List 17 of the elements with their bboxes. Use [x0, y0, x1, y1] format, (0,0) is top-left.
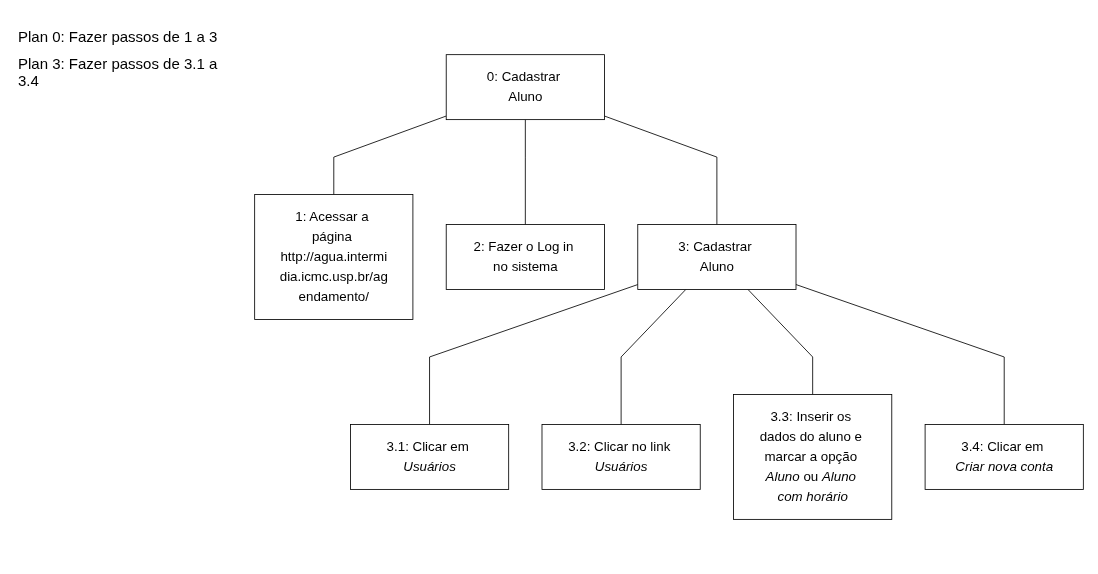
connector	[524, 119, 526, 225]
connector	[747, 289, 814, 395]
connector	[604, 115, 718, 225]
node-box: 3: Cadastrar Aluno	[637, 224, 797, 290]
node-box: 1: Acessar a página http://agua.intermidia.icmc.usp.br/agendamento/	[254, 194, 414, 320]
node-box: 3.4: Clicar em Criar nova conta	[924, 424, 1084, 490]
node-box: 3.3: Inserir os dados do aluno e marcar a opção Aluno ou Aluno com horário	[733, 394, 893, 520]
connector	[333, 115, 447, 195]
node-box: 3.2: Clicar no link Usuários	[541, 424, 701, 490]
connector	[795, 284, 1005, 425]
plan-note: Plan 3: Fazer passos de 3.1 a 3.4	[18, 55, 219, 89]
node-box: 2: Fazer o Log in no sistema	[445, 224, 605, 290]
connector	[429, 284, 639, 425]
connector	[620, 289, 687, 425]
node-box: 0: Cadastrar Aluno	[445, 54, 605, 120]
plan-note: Plan 0: Fazer passos de 1 a 3	[18, 28, 219, 45]
node-box: 3.1: Clicar em Usuários	[350, 424, 510, 490]
